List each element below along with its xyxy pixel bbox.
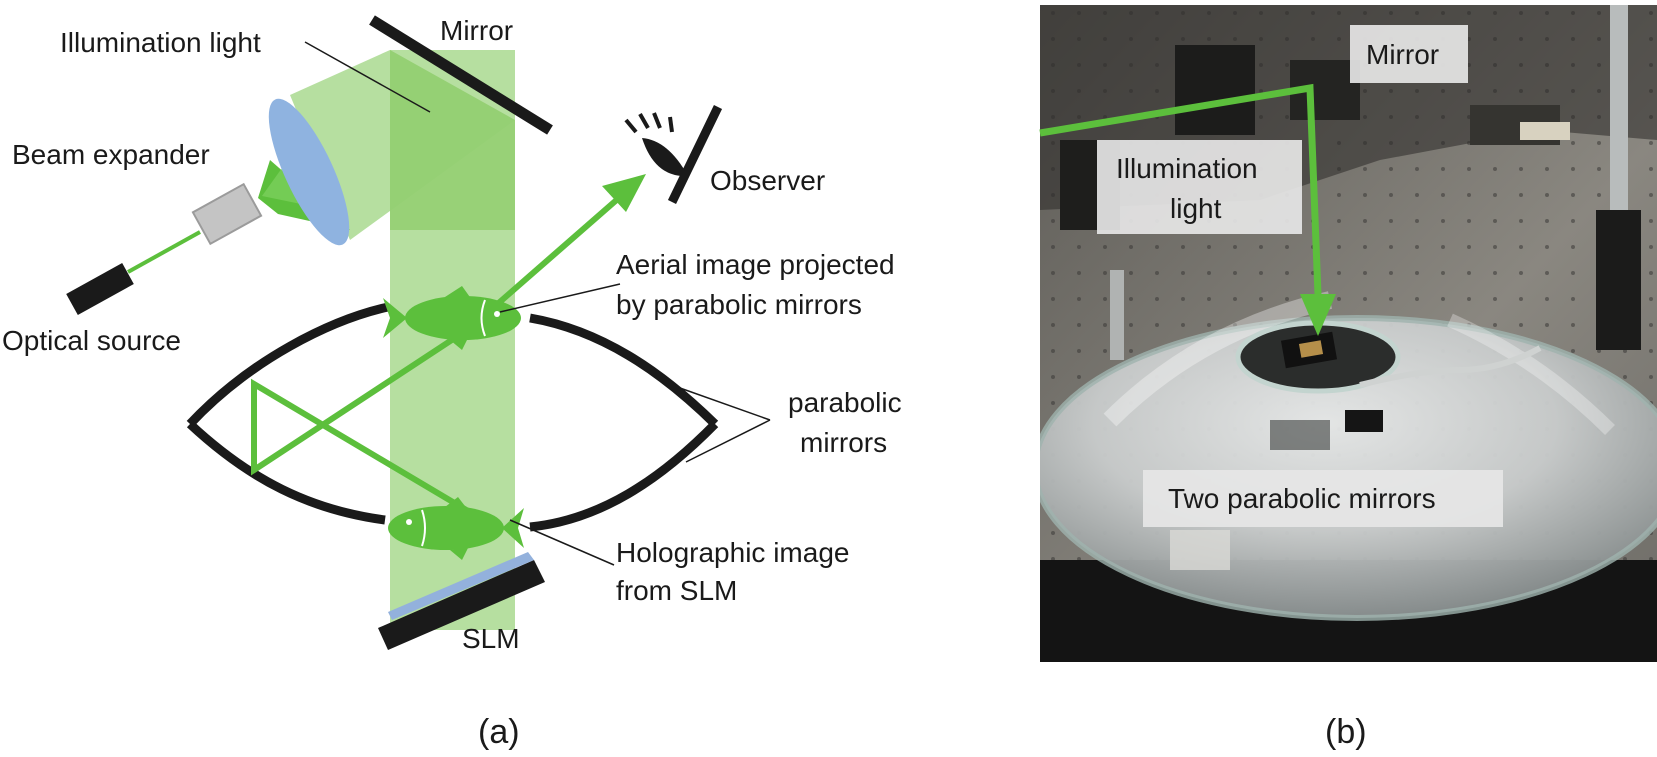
lens-icon	[268, 98, 350, 246]
leader-holographic	[509, 519, 615, 566]
leader-aerial	[499, 283, 621, 313]
label-parabolic-line2: mirrors	[800, 427, 887, 458]
caption-panel-a: (a)	[478, 713, 520, 751]
parabolic-mirror-lower-right	[529, 420, 719, 532]
photo-label-two-parabolic-mirrors: Two parabolic mirrors	[1168, 483, 1436, 514]
internal-ray-path	[251, 325, 502, 533]
parabolic-mirror-upper	[186, 302, 389, 428]
label-optical-source: Optical source	[2, 325, 181, 356]
parabolic-mirror-upper-right	[529, 313, 719, 428]
photo-label-mirror-box	[1350, 25, 1468, 83]
label-parabolic-line1: parabolic	[788, 387, 902, 418]
photo-label-illumination-line1: Illumination	[1116, 153, 1258, 184]
laser-line	[127, 230, 201, 274]
mirror	[369, 15, 553, 135]
observer-eye-icon	[624, 105, 723, 204]
illumination-arrowhead	[1300, 294, 1336, 336]
label-slm: SLM	[462, 623, 520, 654]
label-beam-expander: Beam expander	[12, 139, 210, 170]
label-illumination-light: Illumination light	[60, 27, 261, 58]
holographic-image-fish-icon	[388, 497, 524, 560]
leader-parabolic-top	[679, 387, 771, 421]
leader-illumination	[304, 41, 431, 113]
leader-parabolic-bottom	[685, 419, 771, 463]
label-aerial-image-line1: Aerial image projected	[616, 249, 895, 280]
arrowhead-to-observer	[602, 174, 646, 212]
caption-panel-b: (b)	[1325, 713, 1367, 751]
label-holographic-line1: Holographic image	[616, 537, 849, 568]
label-holographic-line2: from SLM	[616, 575, 737, 606]
photo-label-illumination-box	[1097, 140, 1302, 234]
optical-source	[66, 262, 134, 316]
panel-b-photo: Mirror Illumination light Two parabolic …	[1039, 5, 1657, 751]
panel-a-diagram: Illumination light Mirror Beam expander …	[2, 15, 902, 751]
photo-label-mirror: Mirror	[1366, 39, 1439, 70]
label-mirror: Mirror	[440, 15, 513, 46]
label-observer: Observer	[710, 165, 825, 196]
aerial-image-fish-icon	[383, 286, 521, 350]
beam-overlap	[390, 50, 515, 230]
illumination-ray	[1039, 83, 1322, 296]
photo-label-illumination-line2: light	[1170, 193, 1222, 224]
parabolic-mirror-lower	[186, 420, 386, 525]
photo-label-parabolic-box	[1143, 470, 1503, 527]
slm-device	[378, 552, 545, 650]
label-aerial-image-line2: by parabolic mirrors	[616, 289, 862, 320]
collimator-icon	[191, 182, 263, 246]
